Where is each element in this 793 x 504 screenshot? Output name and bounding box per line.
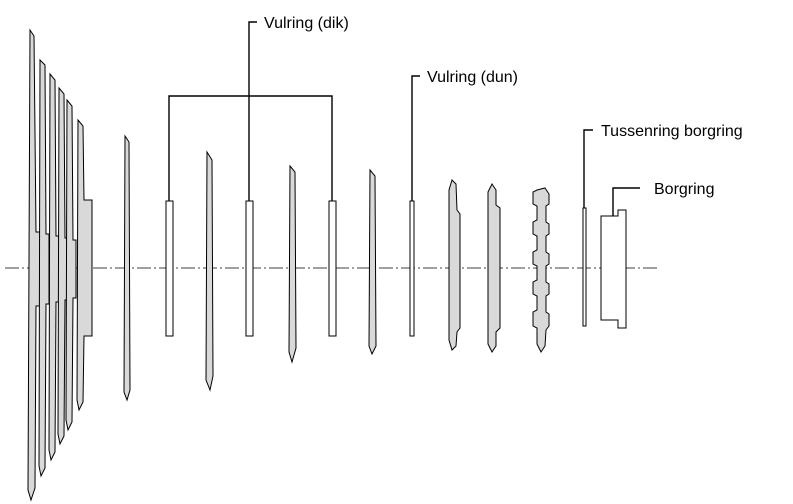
thin-spacer-leader bbox=[411, 75, 420, 201]
thick-spacer-1 bbox=[165, 200, 174, 337]
intermediate-lockring-part bbox=[582, 207, 587, 327]
sprocket-13 bbox=[532, 187, 550, 353]
thick-spacer-3 bbox=[328, 200, 337, 337]
sprocket-3 bbox=[48, 72, 60, 462]
sprocket-7 bbox=[123, 134, 131, 402]
label-lockring: Borgring bbox=[654, 181, 714, 198]
sprocket-1 bbox=[27, 28, 41, 502]
sprocket-10 bbox=[368, 168, 377, 356]
thin-spacer bbox=[409, 200, 415, 337]
label-intermediate-lockring: Tussenring borgring bbox=[601, 123, 743, 140]
sprocket-9 bbox=[288, 164, 297, 364]
sprocket-5 bbox=[65, 98, 77, 432]
sprocket-6 bbox=[76, 118, 93, 412]
sprocket-12 bbox=[487, 183, 501, 353]
sprocket-stack bbox=[27, 28, 93, 502]
sprocket-11 bbox=[448, 179, 461, 351]
lockring-part bbox=[600, 209, 627, 329]
thick-spacer-leader bbox=[168, 21, 333, 201]
lockring-leader bbox=[612, 187, 640, 216]
label-thin-spacer: Vulring (dun) bbox=[427, 69, 518, 86]
thick-spacer-2 bbox=[245, 200, 254, 337]
label-thick-spacer: Vulring (dik) bbox=[264, 15, 349, 32]
intermediate-lockring-leader bbox=[583, 129, 593, 208]
sprocket-2 bbox=[38, 58, 50, 478]
sprocket-8 bbox=[205, 150, 214, 392]
